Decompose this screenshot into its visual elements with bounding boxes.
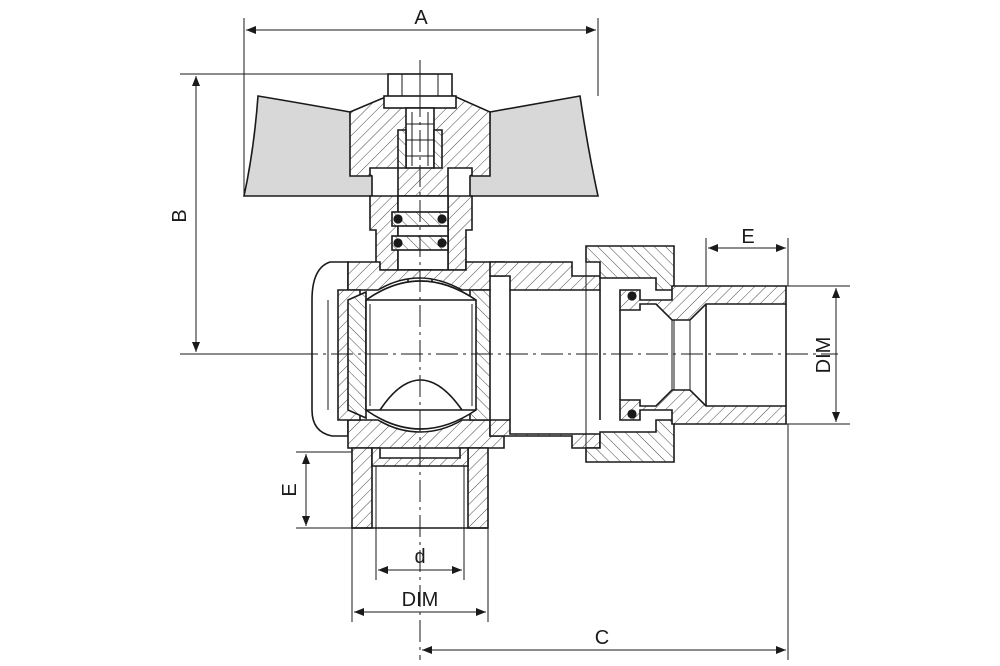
dim-label-e-top: E (741, 226, 754, 248)
dimension-lines (180, 18, 850, 660)
valve-body (311, 261, 505, 449)
dim-label-e-side: E (279, 483, 301, 496)
dim-label-dim-right: DIM (813, 337, 835, 374)
ball (365, 280, 477, 430)
body-extension (489, 261, 601, 449)
dim-label-d: d (414, 546, 425, 568)
dim-label-b: B (169, 209, 191, 222)
dim-label-dim-bottom: DIM (402, 589, 439, 611)
butterfly-handle (243, 73, 599, 197)
dim-label-a: A (414, 7, 428, 29)
tailpiece (619, 285, 787, 425)
stem-assembly (369, 195, 473, 299)
centerlines (296, 60, 838, 660)
dim-label-c: C (595, 627, 609, 649)
